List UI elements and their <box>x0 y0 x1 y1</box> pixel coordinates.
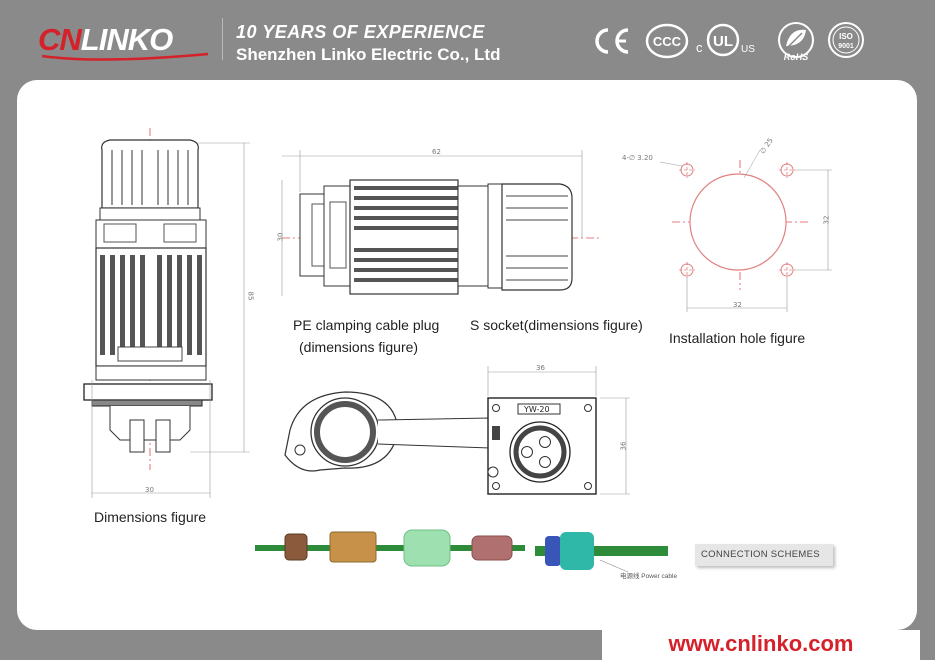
ccc-mark-icon: CCC <box>645 23 689 59</box>
connection-schemes-badge: CONNECTION SCHEMES <box>695 544 833 566</box>
svg-text:c: c <box>696 40 703 55</box>
company-name: Shenzhen Linko Electric Co., Ltd <box>236 45 501 64</box>
logo-brand-prefix: CN <box>38 22 82 57</box>
install-hole-caption: Installation hole figure <box>669 330 806 346</box>
plug-horizontal-caption-line2: (dimensions figure) <box>299 339 419 355</box>
logo-swoosh-icon <box>41 52 209 61</box>
plug-horizontal-length-dim: 62 <box>432 148 441 156</box>
power-cable-label: 电源线 Power cable <box>620 573 678 580</box>
logo-brand-suffix: LINKO <box>80 22 173 57</box>
ce-mark-icon <box>595 28 629 54</box>
plug-side-width-dim: 30 <box>145 486 154 494</box>
hole-tolerance-label: 4-∅ 3.20 <box>622 154 653 162</box>
header-bar: CNLINKO 10 YEARS OF EXPERIENCE Shenzhen … <box>0 0 935 80</box>
cnlinko-logo: CNLINKO <box>38 18 213 63</box>
svg-text:RoHS: RoHS <box>784 52 809 62</box>
hole-horizontal-dim: 32 <box>733 301 742 309</box>
plug-side-caption: Dimensions figure <box>94 509 207 525</box>
plug-horizontal-caption-line1: PE clamping cable plug <box>293 317 440 333</box>
svg-text:CCC: CCC <box>653 34 682 49</box>
cul-us-mark-icon: c UL US <box>696 23 755 57</box>
socket-caption: S socket(dimensions figure) <box>470 317 643 333</box>
website-url[interactable]: www.cnlinko.com <box>602 630 920 660</box>
header-divider <box>222 18 223 60</box>
logo-text: CNLINKO <box>38 22 173 58</box>
svg-text:UL: UL <box>713 33 733 50</box>
svg-text:ISO: ISO <box>839 32 853 41</box>
rohs-leaf-icon: RoHS <box>778 22 814 62</box>
svg-text:US: US <box>741 44 755 55</box>
experience-slogan: 10 YEARS OF EXPERIENCE <box>236 22 485 42</box>
socket-model-label: YW-20 <box>524 405 550 414</box>
iso-9001-icon: ISO 9001 <box>828 22 864 58</box>
svg-text:9001: 9001 <box>838 43 854 50</box>
socket-width-dim: 36 <box>536 364 545 372</box>
